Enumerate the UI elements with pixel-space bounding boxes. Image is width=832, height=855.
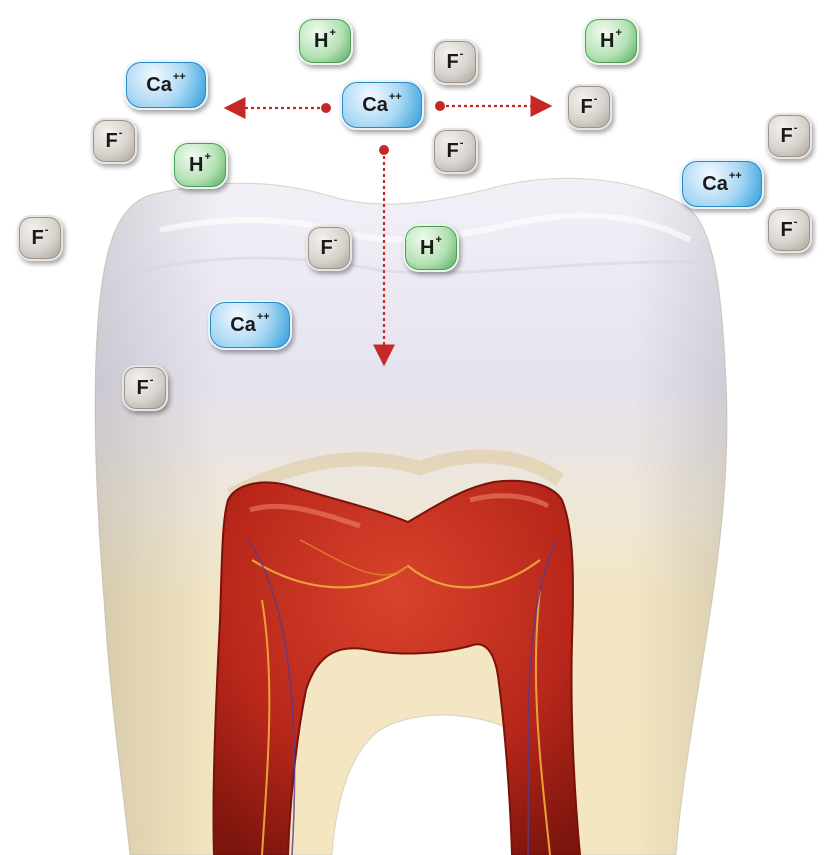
- calcium-ion: Ca++: [124, 60, 208, 110]
- hydrogen-ion: H+: [172, 141, 228, 189]
- fluoride-ion: F-: [122, 365, 168, 411]
- fluoride-ion: F-: [91, 118, 137, 164]
- hydrogen-ion: H+: [297, 17, 353, 65]
- fluoride-ion: F-: [766, 113, 812, 159]
- fluoride-ion: F-: [17, 215, 63, 261]
- calcium-ion: Ca++: [680, 159, 764, 209]
- fluoride-ion: F-: [766, 207, 812, 253]
- arrow-origin-right: [435, 101, 445, 111]
- fluoride-ion: F-: [306, 225, 352, 271]
- arrow-origin-down: [379, 145, 389, 155]
- hydrogen-ion: H+: [403, 224, 459, 272]
- fluoride-ion: F-: [566, 84, 612, 130]
- fluoride-ion: F-: [432, 128, 478, 174]
- calcium-ion-central: Ca++: [340, 80, 424, 130]
- hydrogen-ion: H+: [583, 17, 639, 65]
- arrow-origin-left: [321, 103, 331, 113]
- fluoride-ion: F-: [432, 39, 478, 85]
- calcium-ion: Ca++: [208, 300, 292, 350]
